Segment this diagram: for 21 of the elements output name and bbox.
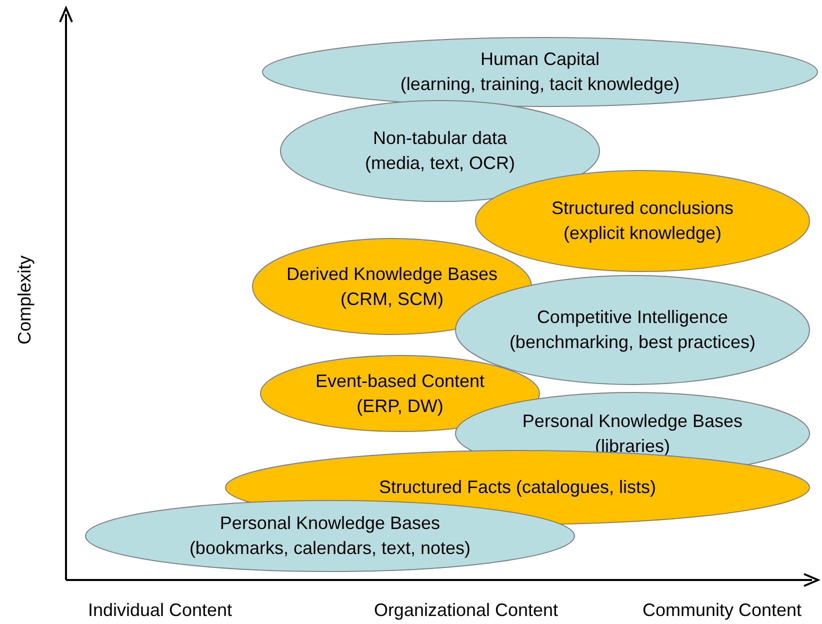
example-label: (bookmarks, calendars, text, notes) (189, 537, 471, 560)
example-label: (ERP, DW) (356, 394, 444, 418)
example-label: (CRM, SCM) (340, 288, 444, 311)
example-label: (media, text, OCR) (364, 152, 516, 175)
example-label: (libraries) (594, 434, 670, 458)
category-label: Non-tabular data (372, 127, 508, 150)
example-label: (explicit knowledge) (563, 222, 722, 245)
example-label: (benchmarking, best practices) (509, 331, 756, 354)
axis-label: Complexity (14, 255, 36, 345)
axis-label: Community Content (642, 600, 802, 621)
category-label: Human Capital (480, 48, 600, 71)
axis-label: Organizational Content (374, 600, 558, 621)
category-label: Event-based Content (315, 370, 485, 392)
category-label: Competitive Intelligence (536, 306, 728, 329)
category-label: Personal Knowledge Bases (220, 512, 440, 535)
category-label: Structured Facts (catalogues, lists) (378, 476, 656, 499)
example-label: (learning, training, tacit knowledge) (400, 73, 680, 96)
category-label: Personal Knowledge Bases (522, 410, 743, 433)
category-label: Derived Knowledge Bases (286, 262, 498, 286)
axis-label: Individual Content (88, 600, 232, 621)
category-label: Structured conclusions (551, 197, 734, 220)
